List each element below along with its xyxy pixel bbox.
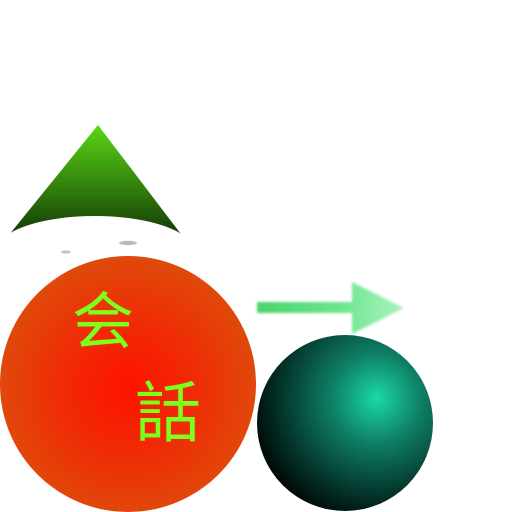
teal-sphere [257,335,433,511]
glyph-kai: 会 [72,285,134,358]
arrow-icon [257,282,404,334]
orange-sphere [0,256,256,512]
glyph-wa: 話 [135,375,201,452]
